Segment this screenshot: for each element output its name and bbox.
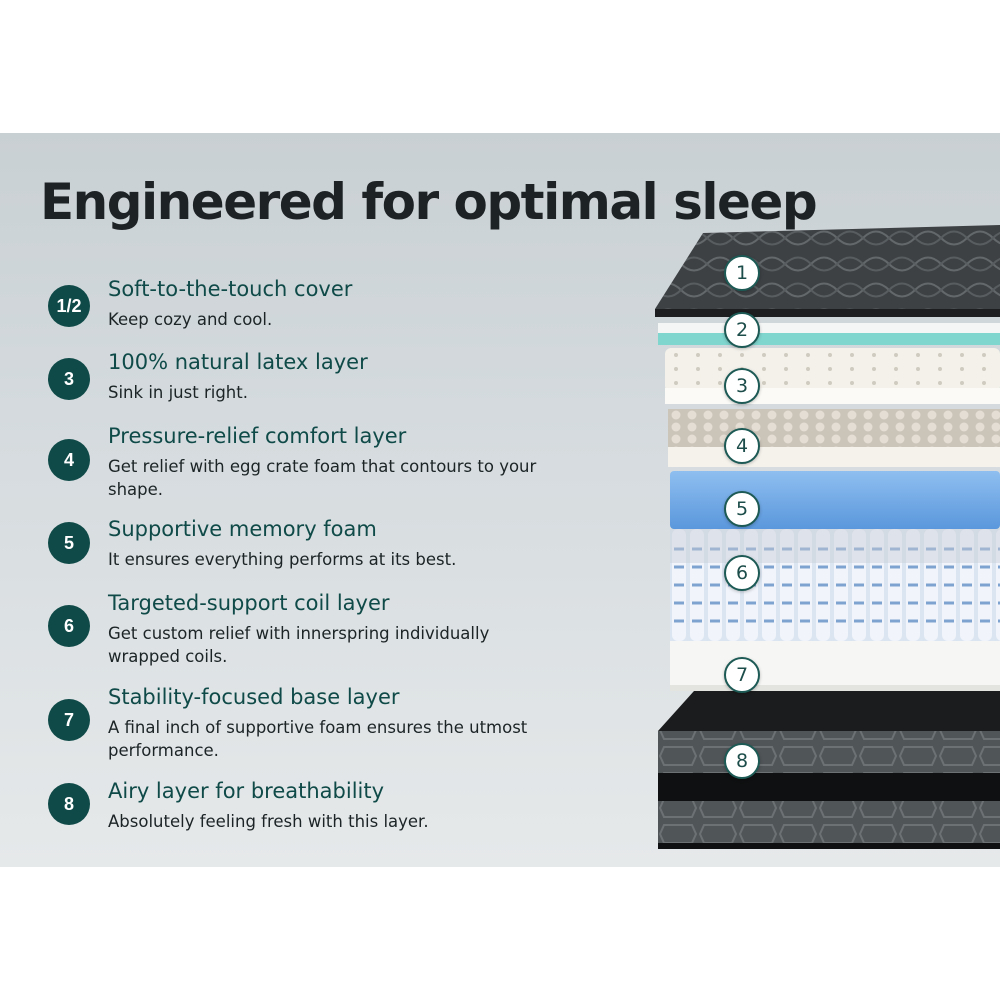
layer-number-1: 1 (724, 255, 760, 291)
layer-number-7: 7 (724, 657, 760, 693)
gel-layer (658, 323, 1000, 345)
feature-title: Pressure-relief comfort layer (108, 424, 407, 448)
mattress-layer-illustration: 1 2 3 4 5 6 7 8 (640, 133, 1000, 867)
product-infographic-panel: Engineered for optimal sleep 1/2 Soft-to… (0, 133, 1000, 867)
feature-badge: 8 (48, 783, 90, 825)
feature-title: Supportive memory foam (108, 517, 377, 541)
feature-title: Airy layer for breathability (108, 779, 385, 803)
base-foam-layer (670, 641, 1000, 691)
feature-badge: 1/2 (48, 285, 90, 327)
feature-description: Get relief with egg crate foam that cont… (108, 457, 537, 499)
feature-badge: 4 (48, 439, 90, 481)
quilted-cover-layer (655, 225, 1000, 317)
feature-description: Get custom relief with innerspring indiv… (108, 624, 490, 666)
pocket-coil-layer (670, 529, 1000, 641)
layer-number-2: 2 (724, 312, 760, 348)
feature-title: Soft-to-the-touch cover (108, 277, 353, 301)
feature-badge: 5 (48, 522, 90, 564)
feature-badge: 6 (48, 605, 90, 647)
feature-description: A final inch of supportive foam ensures … (108, 718, 528, 760)
feature-title: Stability-focused base layer (108, 685, 400, 709)
airy-base-layer (658, 691, 1000, 849)
feature-description: Absolutely feeling fresh with this layer… (108, 812, 429, 831)
feature-title: Targeted-support coil layer (108, 591, 390, 615)
feature-description: It ensures everything performs at its be… (108, 550, 457, 569)
layer-number-3: 3 (724, 368, 760, 404)
egg-crate-foam-layer (668, 409, 1000, 467)
layer-number-5: 5 (724, 491, 760, 527)
feature-badge: 7 (48, 699, 90, 741)
feature-badge: 3 (48, 358, 90, 400)
layer-number-4: 4 (724, 428, 760, 464)
latex-layer (665, 348, 1000, 404)
feature-description: Sink in just right. (108, 383, 248, 402)
layer-number-6: 6 (724, 555, 760, 591)
layer-number-8: 8 (724, 743, 760, 779)
memory-foam-layer (670, 471, 1000, 529)
feature-description: Keep cozy and cool. (108, 310, 273, 329)
page-title: Engineered for optimal sleep (40, 173, 818, 231)
feature-title: 100% natural latex layer (108, 350, 368, 374)
